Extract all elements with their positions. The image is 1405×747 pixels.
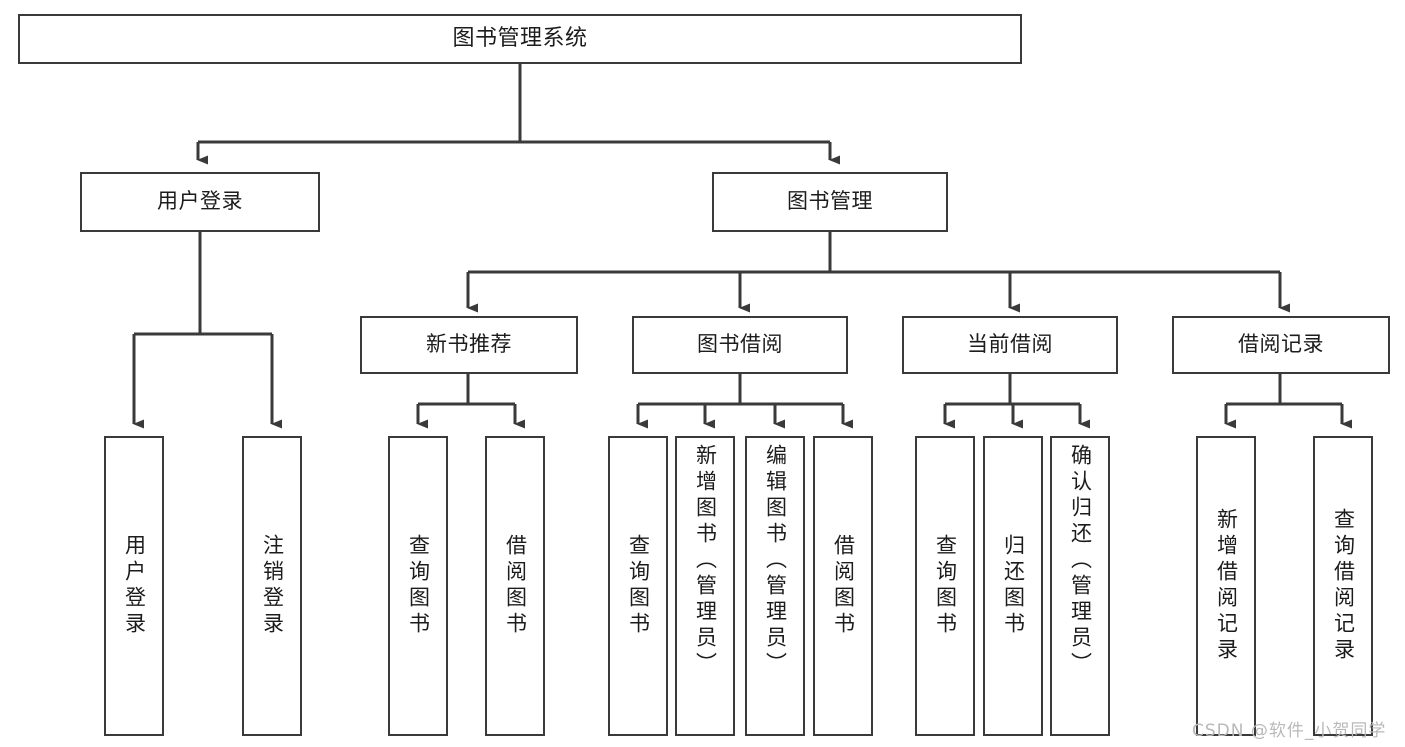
- leaf-book-borrow-lend[interactable]: 借阅图书: [813, 436, 873, 736]
- leaf-borrow-record-query-label: 查询借阅记录: [1331, 508, 1356, 664]
- leaf-borrow-record-add-label: 新增借阅记录: [1214, 508, 1239, 664]
- node-book-borrow-label: 图书借阅: [697, 332, 783, 357]
- node-book-management-label: 图书管理: [787, 189, 873, 214]
- leaf-new-book-borrow[interactable]: 借阅图书: [485, 436, 545, 736]
- leaf-user-login-signin-label: 用户登录: [122, 534, 147, 638]
- leaf-current-borrow-return-label: 归还图书: [1001, 534, 1026, 638]
- node-user-login-label: 用户登录: [157, 189, 243, 214]
- leaf-book-borrow-query[interactable]: 查询图书: [608, 436, 668, 736]
- leaf-new-book-query[interactable]: 查询图书: [388, 436, 448, 736]
- leaf-current-borrow-confirm-label: 确认归还（管理员）: [1068, 444, 1093, 678]
- leaf-user-login-signin[interactable]: 用户登录: [104, 436, 164, 736]
- leaf-book-borrow-lend-label: 借阅图书: [831, 534, 856, 638]
- leaf-user-login-signout-label: 注销登录: [260, 534, 285, 638]
- leaf-user-login-signout[interactable]: 注销登录: [242, 436, 302, 736]
- leaf-new-book-borrow-label: 借阅图书: [503, 534, 528, 638]
- leaf-book-borrow-query-label: 查询图书: [626, 534, 651, 638]
- node-book-management[interactable]: 图书管理: [712, 172, 948, 232]
- node-book-borrow[interactable]: 图书借阅: [632, 316, 848, 374]
- node-borrow-record-label: 借阅记录: [1238, 332, 1324, 357]
- node-current-borrow-label: 当前借阅: [967, 332, 1053, 357]
- node-borrow-record[interactable]: 借阅记录: [1172, 316, 1390, 374]
- node-current-borrow[interactable]: 当前借阅: [902, 316, 1118, 374]
- node-root-system[interactable]: 图书管理系统: [18, 14, 1022, 64]
- leaf-book-borrow-add[interactable]: 新增图书（管理员）: [675, 436, 735, 736]
- leaf-current-borrow-return[interactable]: 归还图书: [983, 436, 1043, 736]
- node-root-system-label: 图书管理系统: [452, 25, 588, 51]
- leaf-book-borrow-add-label: 新增图书（管理员）: [693, 444, 718, 678]
- leaf-current-borrow-query-label: 查询图书: [933, 534, 958, 638]
- node-user-login[interactable]: 用户登录: [80, 172, 320, 232]
- leaf-current-borrow-query[interactable]: 查询图书: [915, 436, 975, 736]
- leaf-borrow-record-query[interactable]: 查询借阅记录: [1313, 436, 1373, 736]
- leaf-new-book-query-label: 查询图书: [406, 534, 431, 638]
- node-new-book-recommend-label: 新书推荐: [426, 332, 512, 357]
- node-new-book-recommend[interactable]: 新书推荐: [360, 316, 578, 374]
- leaf-current-borrow-confirm[interactable]: 确认归还（管理员）: [1050, 436, 1110, 736]
- csdn-watermark: CSDN @软件_小贺同学: [1192, 721, 1387, 741]
- leaf-borrow-record-add[interactable]: 新增借阅记录: [1196, 436, 1256, 736]
- leaf-book-borrow-edit-label: 编辑图书（管理员）: [763, 444, 788, 678]
- leaf-book-borrow-edit[interactable]: 编辑图书（管理员）: [745, 436, 805, 736]
